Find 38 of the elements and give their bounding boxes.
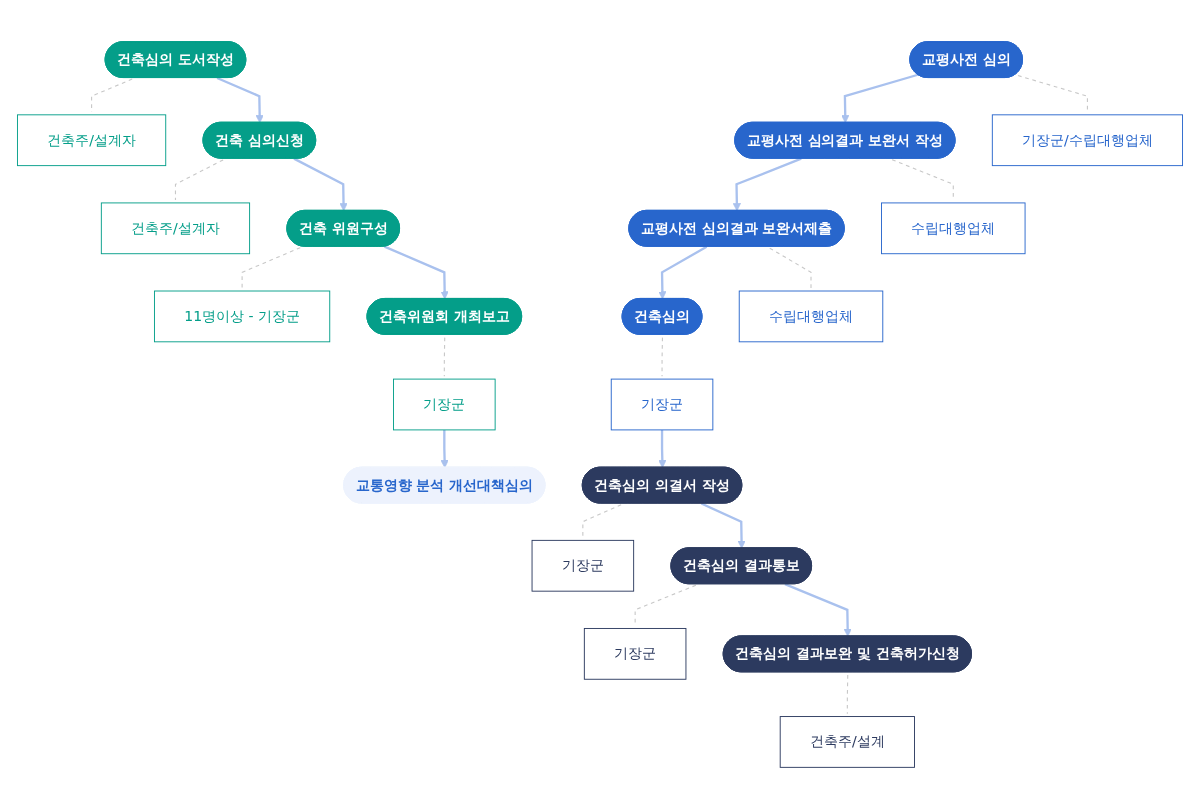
step-pill: 교평사전 심의결과 보완서제출 — [628, 209, 845, 247]
step-pill: 건축 위원구성 — [286, 209, 400, 247]
arrow — [658, 429, 667, 469]
agent-box: 수립대행업체 — [881, 202, 1026, 255]
dashed-line — [174, 159, 224, 201]
step-pill: 교평사전 심의결과 보완서 작성 — [734, 121, 956, 159]
step-pill: 교평사전 심의 — [909, 41, 1023, 78]
agent-box: 기장군 — [610, 378, 714, 431]
arrow — [384, 245, 449, 300]
arrow — [658, 245, 708, 300]
arrow — [732, 157, 802, 212]
agent-box: 건축주/설계자 — [100, 202, 251, 255]
dashed-line — [443, 337, 446, 377]
arrow — [841, 73, 919, 124]
arrow — [216, 76, 264, 124]
agent-box: 11명이상 - 기장군 — [154, 290, 331, 343]
step-pill: 건축심의 — [621, 298, 703, 335]
step-pill: 건축심의 결과통보 — [670, 547, 812, 585]
step-pill: 건축 심의신청 — [202, 121, 317, 159]
arrow — [784, 583, 852, 637]
agent-box: 건축주/설계 — [779, 716, 915, 768]
section-band: 교통영향 분석 개선대책심의 — [343, 466, 546, 504]
agent-box: 수립대행업체 — [738, 290, 884, 343]
agent-box: 기장군/수립대행업체 — [991, 114, 1183, 167]
step-pill: 건축심의 도서작성 — [104, 41, 247, 78]
arrow — [293, 157, 348, 212]
agent-box: 기장군 — [583, 628, 687, 680]
arrow — [440, 429, 449, 469]
dashed-line — [91, 78, 133, 113]
dashed-line — [661, 337, 663, 377]
agent-box: 기장군 — [393, 378, 496, 431]
step-pill: 건축심의 의결서 작성 — [581, 466, 743, 504]
dashed-line — [582, 504, 622, 539]
agent-box: 건축주/설계자 — [17, 114, 167, 167]
arrow — [700, 502, 746, 549]
step-pill: 건축위원회 개최보고 — [366, 298, 523, 335]
step-pill: 건축심의 결과보완 및 건축허가신청 — [722, 635, 972, 673]
agent-box: 기장군 — [531, 539, 635, 592]
